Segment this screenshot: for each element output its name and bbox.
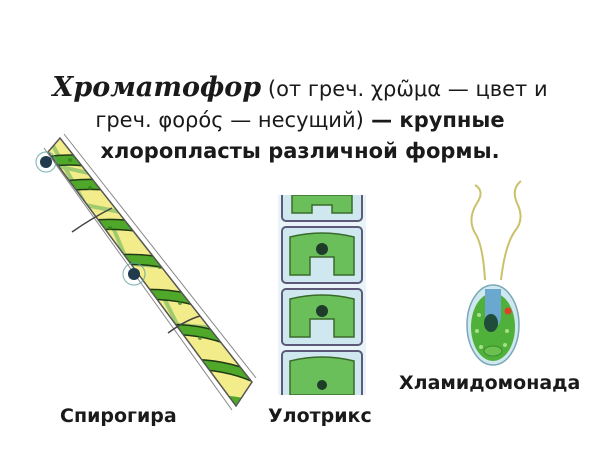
definition-part-1: — крупные [363, 108, 505, 132]
pyrenoid [483, 345, 503, 357]
spirogyra-illustration [35, 133, 257, 411]
flagellum [470, 184, 486, 281]
label-chlamydomonas: Хламидомонада [399, 372, 581, 394]
nucleus [40, 156, 52, 168]
nucleus [128, 268, 140, 280]
heading-line-2: греч. φορός — несущий) — крупные [0, 105, 600, 136]
etymology-part-1: (от греч. χρῶμα — цвет и [261, 77, 548, 101]
ulothrix-illustration [278, 195, 366, 395]
flagellum [500, 180, 522, 281]
etymology-part-2: греч. φορός — несущий) [95, 108, 364, 132]
chlamydomonas-illustration [466, 180, 522, 366]
slide-heading: Хроматофор (от греч. χρῶμα — цвет и греч… [0, 72, 600, 167]
cell-wall-2 [167, 315, 201, 334]
term-chromatophore: Хроматофор [52, 72, 262, 103]
definition-part-2: хлоропласты различной формы. [100, 139, 500, 163]
heading-line-1: Хроматофор (от греч. χρῶμα — цвет и [0, 72, 600, 105]
eyespot [504, 307, 512, 315]
label-spirogyra: Спирогира [60, 405, 177, 427]
nucleus [484, 314, 498, 332]
cell-wall-1 [71, 207, 113, 233]
label-ulothrix: Улотрикс [268, 405, 372, 427]
